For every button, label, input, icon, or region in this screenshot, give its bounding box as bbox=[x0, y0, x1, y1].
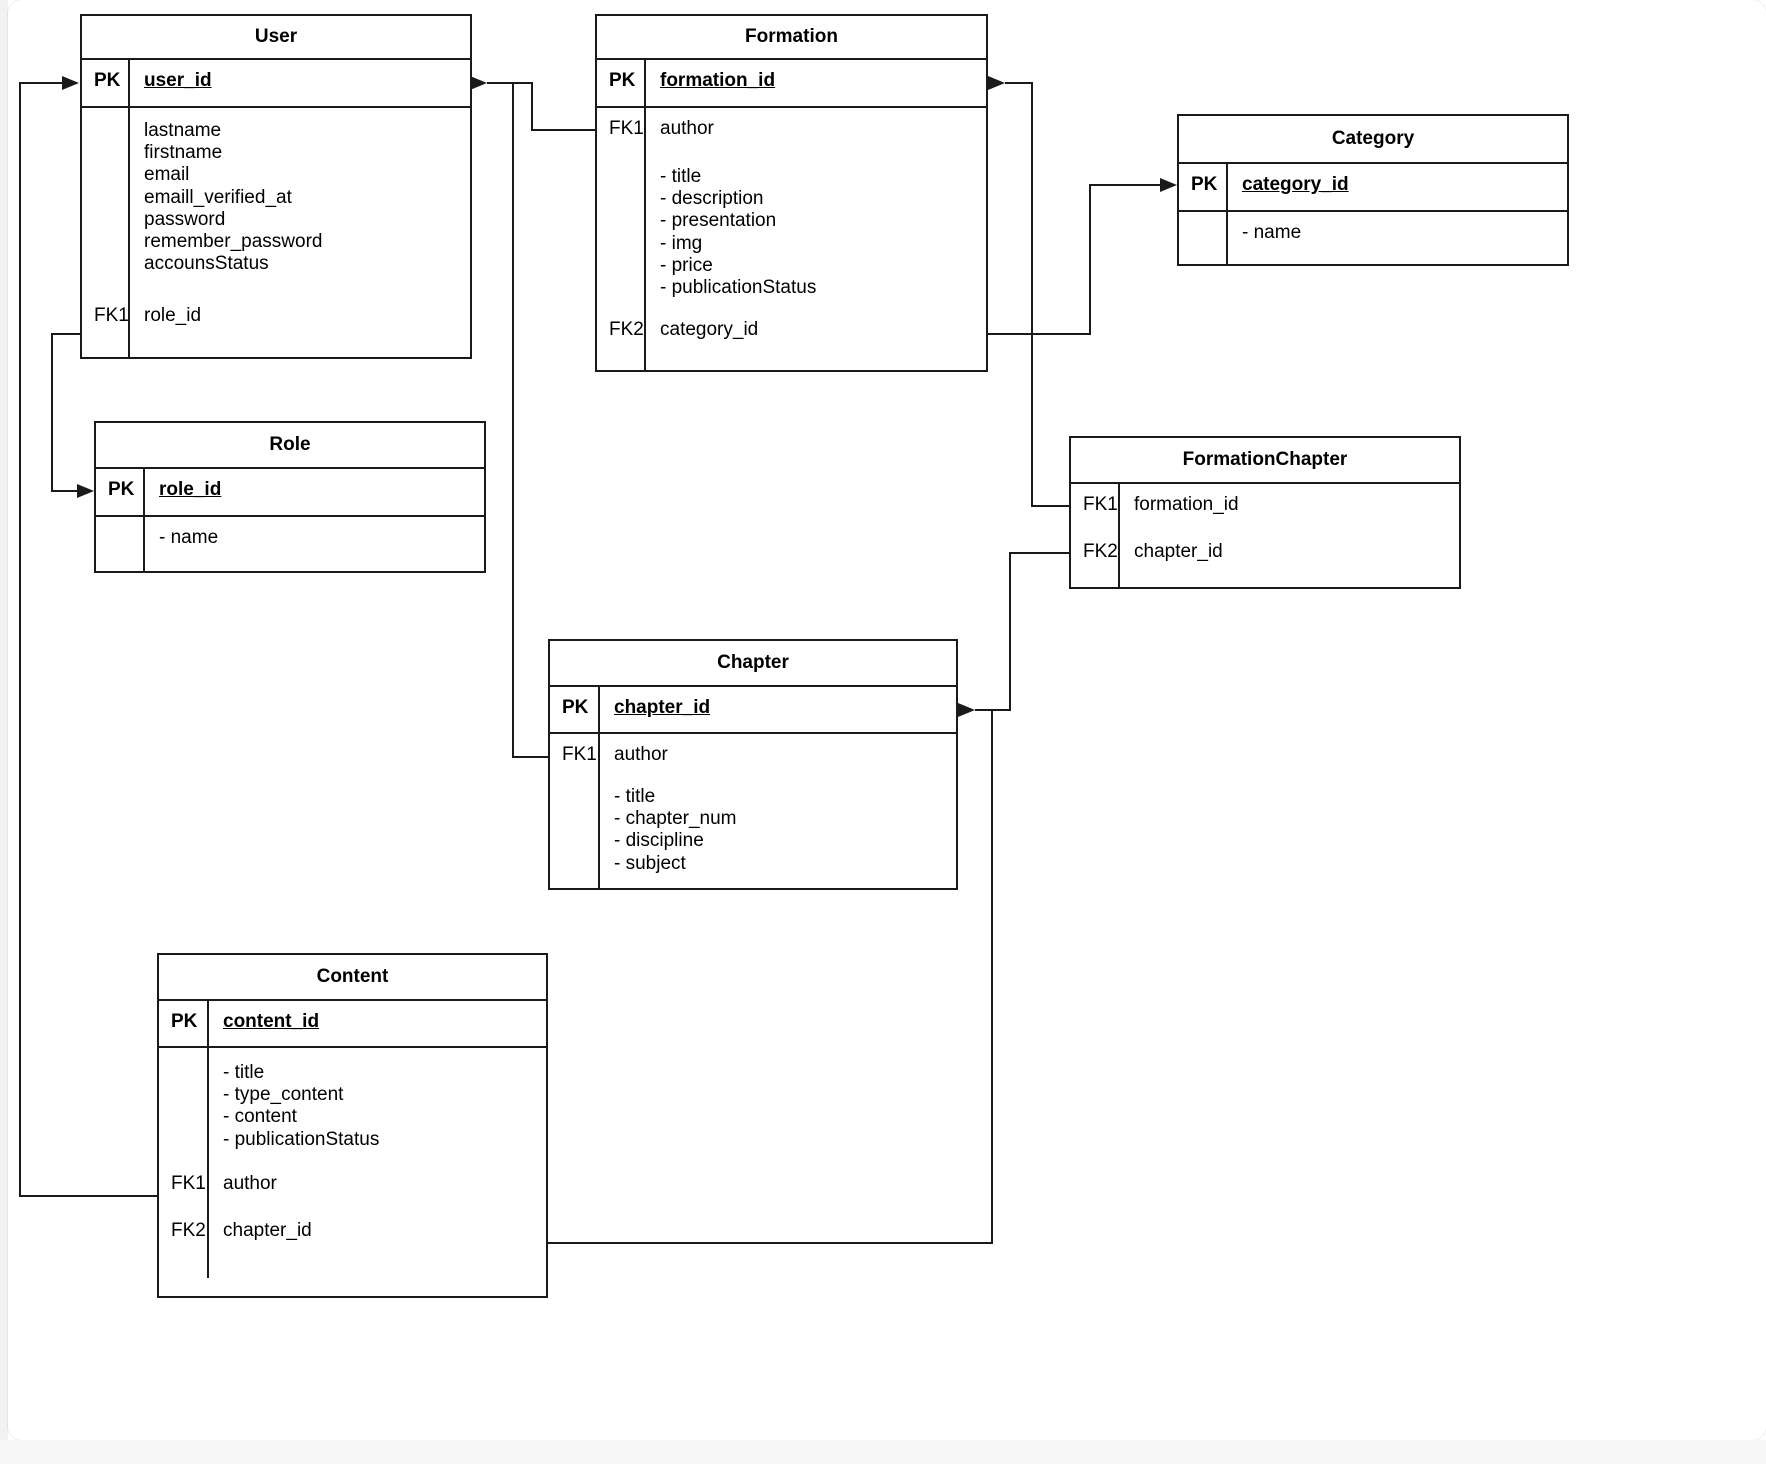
attribute-item: - price bbox=[660, 254, 713, 276]
attribute-item: - publicationStatus bbox=[660, 277, 817, 299]
entity-user-fk1-field: role_id bbox=[144, 305, 202, 326]
entity-chapter-attribute-list: - title - chapter_num - discipline - sub… bbox=[600, 774, 956, 888]
entity-formation-attributes-row: - title - description - presentation - i… bbox=[597, 154, 986, 319]
entity-role-pk-row: PK role_id bbox=[96, 469, 484, 517]
attribute-item: - subject bbox=[614, 852, 686, 874]
entity-role-pk-key: PK bbox=[96, 469, 145, 515]
entity-content-fk1-row: FK1 author bbox=[159, 1173, 546, 1220]
attribute-item: lastname bbox=[144, 120, 222, 141]
entity-category-title: Category bbox=[1179, 116, 1567, 164]
entity-formation-attribute-list: - title - description - presentation - i… bbox=[646, 154, 986, 319]
entity-chapter-fk-author-row: FK1 author bbox=[550, 734, 956, 774]
entity-formation-fk1-key: FK1 bbox=[597, 108, 646, 154]
entity-chapter-title: Chapter bbox=[550, 641, 956, 687]
entity-content-fk2-key: FK2 bbox=[159, 1220, 209, 1278]
entity-formation-title: Formation bbox=[597, 16, 986, 60]
entity-content-attribute-list: - title - type_content - content - publi… bbox=[209, 1048, 546, 1173]
entity-formation-pk-key: PK bbox=[597, 60, 646, 106]
entity-chapter[interactable]: Chapter PK chapter_id FK1 author - title… bbox=[548, 639, 958, 890]
canvas-left-edge bbox=[0, 0, 8, 1464]
attribute-item: password bbox=[144, 208, 226, 230]
entity-formation-attr-keyspacer bbox=[597, 154, 646, 319]
entity-category-attribute-list: - name bbox=[1228, 212, 1567, 264]
attribute-item: emaill_verified_at bbox=[144, 186, 292, 208]
entity-role-attributes-row: - name bbox=[96, 517, 484, 571]
entity-content-fk2-field: chapter_id bbox=[223, 1220, 312, 1241]
entity-content-fk1-key: FK1 bbox=[159, 1173, 209, 1220]
entity-content-pk-key: PK bbox=[159, 1001, 209, 1046]
entity-content-fk2-row: FK2 chapter_id bbox=[159, 1220, 546, 1278]
entity-category-pk-key: PK bbox=[1179, 164, 1228, 210]
entity-role[interactable]: Role PK role_id - name bbox=[94, 421, 486, 573]
attribute-item: - chapter_num bbox=[614, 808, 737, 830]
entity-formationchapter[interactable]: FormationChapter FK1 formation_id FK2 ch… bbox=[1069, 436, 1461, 589]
attribute-item: accounsStatus bbox=[144, 253, 269, 275]
attribute-item: email bbox=[144, 164, 190, 186]
entity-formationchapter-fk2-key: FK2 bbox=[1071, 531, 1120, 587]
entity-content[interactable]: Content PK content_id - title - type_con… bbox=[157, 953, 548, 1298]
entity-formation-pk-row: PK formation_id bbox=[597, 60, 986, 108]
attribute-item: - content bbox=[223, 1106, 297, 1128]
attribute-item: remember_password bbox=[144, 231, 323, 253]
entity-chapter-attributes-row: - title - chapter_num - discipline - sub… bbox=[550, 774, 956, 888]
entity-user-attributes-row: lastname firstname email emaill_verified… bbox=[82, 108, 470, 305]
entity-formationchapter-fk1-row: FK1 formation_id bbox=[1071, 484, 1459, 531]
entity-user-fk1-key: FK1 bbox=[82, 305, 130, 357]
canvas-bottom-edge bbox=[0, 1440, 1766, 1464]
entity-user-title: User bbox=[82, 16, 470, 60]
entity-category-pk-row: PK category_id bbox=[1179, 164, 1567, 212]
entity-user-attr-keyspacer bbox=[82, 108, 130, 305]
attribute-item: - publicationStatus bbox=[223, 1128, 380, 1150]
entity-category[interactable]: Category PK category_id - name bbox=[1177, 114, 1569, 266]
entity-role-attr-keyspacer bbox=[96, 517, 145, 571]
entity-user-fk-row: FK1 role_id bbox=[82, 305, 470, 357]
entity-formationchapter-title: FormationChapter bbox=[1071, 438, 1459, 484]
entity-category-attr-keyspacer bbox=[1179, 212, 1228, 264]
entity-chapter-pk-key: PK bbox=[550, 687, 600, 732]
entity-content-title: Content bbox=[159, 955, 546, 1001]
entity-formation-fk1-field: author bbox=[660, 118, 714, 139]
entity-formation-fk2-row: FK2 category_id bbox=[597, 319, 986, 371]
entity-formation-fk2-field: category_id bbox=[660, 319, 759, 340]
entity-role-title: Role bbox=[96, 423, 484, 469]
attribute-item: - title bbox=[660, 166, 702, 187]
attribute-item: - title bbox=[223, 1062, 265, 1083]
entity-user-pk-row: PK user_id bbox=[82, 60, 470, 108]
entity-formationchapter-fk2-row: FK2 chapter_id bbox=[1071, 531, 1459, 587]
entity-user-pk-key: PK bbox=[82, 60, 130, 106]
entity-chapter-pk-field: chapter_id bbox=[614, 697, 711, 718]
entity-user[interactable]: User PK user_id lastname firstname email… bbox=[80, 14, 472, 359]
entity-formation-pk-field: formation_id bbox=[660, 70, 776, 91]
entity-formationchapter-fk2-field: chapter_id bbox=[1134, 541, 1223, 562]
entity-content-fk1-field: author bbox=[223, 1173, 277, 1194]
entity-chapter-fk1-key: FK1 bbox=[550, 734, 600, 774]
entity-content-attributes-row: - title - type_content - content - publi… bbox=[159, 1048, 546, 1173]
attribute-item: - description bbox=[660, 188, 764, 210]
attribute-item: - type_content bbox=[223, 1084, 344, 1106]
entity-formationchapter-fk1-field: formation_id bbox=[1134, 494, 1239, 515]
attribute-item: firstname bbox=[144, 142, 223, 164]
entity-role-attribute-list: - name bbox=[145, 517, 484, 571]
entity-role-pk-field: role_id bbox=[159, 479, 222, 500]
entity-content-pk-row: PK content_id bbox=[159, 1001, 546, 1048]
entity-formation-fk2-key: FK2 bbox=[597, 319, 646, 371]
entity-category-pk-field: category_id bbox=[1242, 174, 1349, 195]
entity-content-attr-keyspacer bbox=[159, 1048, 209, 1173]
attribute-item: - title bbox=[614, 786, 656, 807]
attribute-item: - img bbox=[660, 232, 703, 254]
attribute-item: - presentation bbox=[660, 210, 777, 232]
entity-category-attributes-row: - name bbox=[1179, 212, 1567, 264]
attribute-item: - name bbox=[1242, 222, 1302, 243]
entity-chapter-fk1-field: author bbox=[614, 744, 668, 765]
entity-chapter-attr-keyspacer bbox=[550, 774, 600, 888]
entity-formation-fk-author-row: FK1 author bbox=[597, 108, 986, 154]
entity-formation[interactable]: Formation PK formation_id FK1 author - t… bbox=[595, 14, 988, 372]
attribute-item: - name bbox=[159, 527, 219, 548]
attribute-item: - discipline bbox=[614, 830, 704, 852]
entity-formationchapter-fk1-key: FK1 bbox=[1071, 484, 1120, 531]
entity-chapter-pk-row: PK chapter_id bbox=[550, 687, 956, 734]
entity-user-attribute-list: lastname firstname email emaill_verified… bbox=[130, 108, 470, 305]
entity-user-pk-field: user_id bbox=[144, 70, 212, 91]
entity-content-pk-field: content_id bbox=[223, 1011, 320, 1032]
